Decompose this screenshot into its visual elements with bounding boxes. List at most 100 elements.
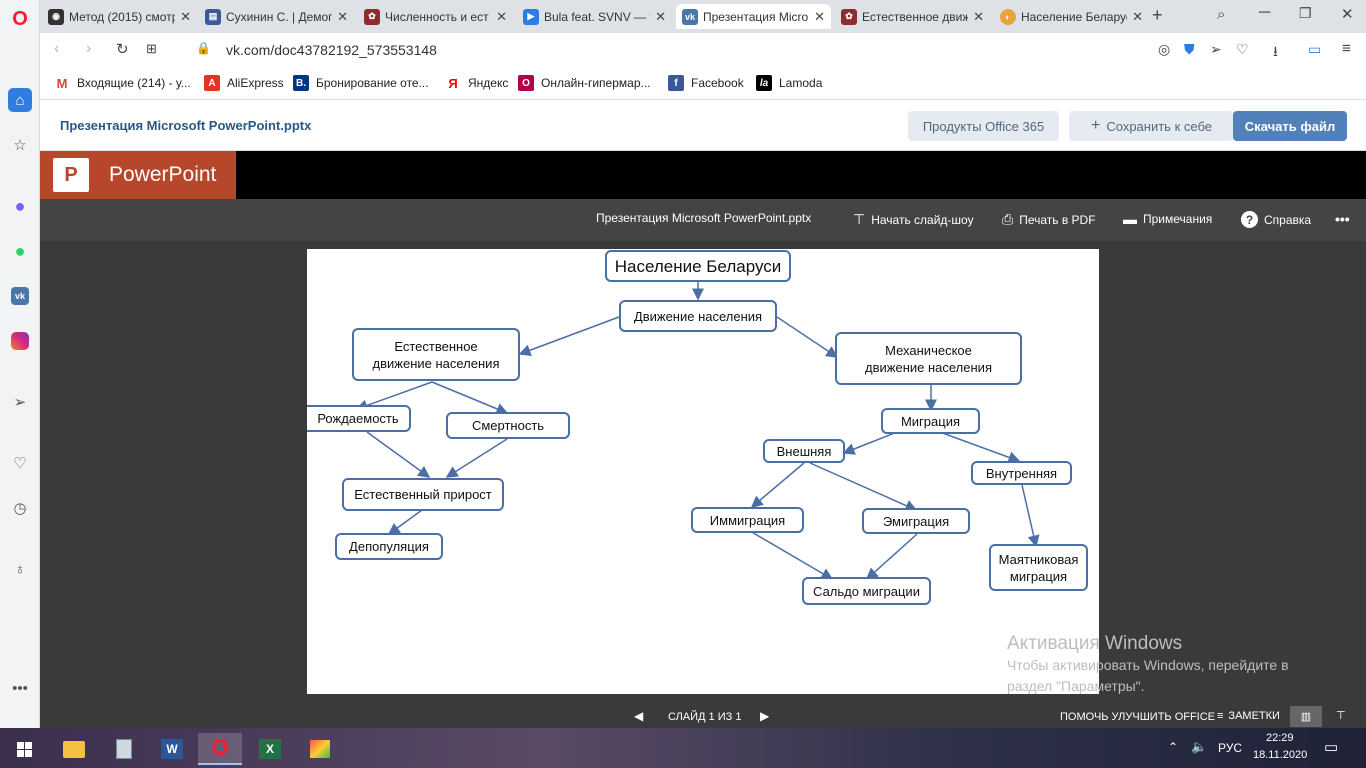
tab-favicon-icon: ◉: [48, 8, 64, 25]
projector-icon: ⊤: [853, 211, 866, 227]
powerpoint-header: [40, 151, 1366, 199]
clock-date[interactable]: 18.11.2020: [1253, 749, 1308, 761]
hypermarket-icon: О: [518, 75, 534, 91]
arrow-deaths-growth: [445, 438, 508, 478]
search-tabs-icon[interactable]: ⌕: [1217, 6, 1226, 23]
new-tab-icon[interactable]: +: [1152, 5, 1163, 25]
close-window-icon[interactable]: ✕: [1341, 6, 1354, 23]
save-to-self-button[interactable]: +Сохранить к себе: [1069, 111, 1234, 141]
messenger-icon[interactable]: ●: [14, 195, 26, 216]
favorite-heart-icon[interactable]: ♡: [1236, 41, 1249, 57]
easy-setup-icon[interactable]: ≡: [1342, 40, 1351, 57]
star-icon[interactable]: ☆: [13, 137, 27, 154]
whatsapp-icon[interactable]: ●: [14, 240, 26, 261]
paint-icon[interactable]: [298, 733, 342, 765]
lock-icon[interactable]: 🔒: [196, 41, 211, 55]
volume-icon[interactable]: 🔈: [1191, 739, 1208, 754]
tab-1[interactable]: ▤Сухинин С. | Демог✕: [199, 4, 354, 29]
send-icon[interactable]: ➢: [13, 394, 27, 411]
file-explorer-icon[interactable]: [52, 733, 96, 765]
node-natural: Естественное движение населения: [352, 328, 520, 381]
node-emigration: Эмиграция: [862, 508, 970, 534]
excel-icon[interactable]: X: [248, 733, 292, 765]
close-icon[interactable]: ✕: [814, 8, 825, 24]
more-icon[interactable]: •••: [12, 679, 28, 697]
tab-5[interactable]: ✿Естественное движ✕: [835, 4, 990, 29]
close-icon[interactable]: ✕: [496, 8, 507, 24]
speed-dial-icon[interactable]: ⊞: [146, 41, 157, 56]
start-slideshow-button[interactable]: ⊤Начать слайд-шоу: [853, 211, 974, 227]
opera-taskbar-icon[interactable]: O: [198, 733, 242, 765]
lightbulb-icon[interactable]: ♁: [14, 560, 26, 578]
arrow-external-emigration: [809, 462, 918, 512]
instagram-icon[interactable]: [11, 332, 29, 350]
restore-icon[interactable]: ❐: [1299, 5, 1312, 21]
more-options-icon[interactable]: •••: [1335, 211, 1350, 227]
arrow-natural-births: [355, 381, 433, 412]
word-icon[interactable]: W: [150, 733, 194, 765]
close-icon[interactable]: ✕: [655, 8, 666, 24]
windows-start-icon[interactable]: [2, 733, 46, 765]
powerpoint-brand: P PowerPoint: [40, 151, 236, 199]
reading-view-icon[interactable]: ▥: [1290, 706, 1322, 727]
arrow-births-growth: [366, 431, 431, 478]
forward-icon[interactable]: ›: [86, 40, 92, 57]
yandex-icon: Я: [448, 75, 458, 91]
print-pdf-button[interactable]: ⎙Печать в PDF: [1002, 211, 1096, 227]
slideshow-view-icon[interactable]: ⊤: [1336, 710, 1346, 722]
bookmark-booking[interactable]: B.Бронирование оте...: [293, 75, 429, 91]
heart-icon[interactable]: ♡: [13, 455, 27, 472]
comment-icon: ▬: [1123, 211, 1137, 227]
tab-2[interactable]: ✿Численность и ест✕: [358, 4, 513, 29]
node-deaths: Смертность: [446, 412, 570, 439]
share-icon[interactable]: ➢: [1210, 41, 1222, 57]
vpn-shield-icon[interactable]: ⛊: [1184, 41, 1195, 57]
back-icon[interactable]: ‹: [54, 40, 60, 57]
arrow-migration-external: [842, 431, 898, 455]
notes-toggle[interactable]: ≡ЗАМЕТКИ: [1217, 710, 1280, 722]
reload-icon[interactable]: ↻: [116, 41, 129, 58]
notes-icon: ≡: [1217, 710, 1224, 722]
arrow-emigration-net: [865, 533, 918, 581]
calculator-icon[interactable]: [102, 733, 146, 765]
app-name: PowerPoint: [109, 163, 217, 186]
close-icon[interactable]: ✕: [180, 8, 191, 24]
office-products-button[interactable]: Продукты Office 365: [908, 111, 1059, 141]
home-icon[interactable]: ⌂: [8, 88, 32, 112]
tab-6[interactable]: ◐Население Беларус✕: [994, 4, 1149, 29]
activation-line1: Чтобы активировать Windows, перейдите в: [1007, 657, 1289, 673]
notes-button[interactable]: ▬Примечания: [1123, 211, 1213, 227]
help-button[interactable]: ?Справка: [1241, 211, 1311, 228]
opera-logo-icon[interactable]: O: [12, 7, 28, 30]
tab-3[interactable]: ▶Bula feat. SVNV — Т✕: [517, 4, 672, 29]
tray-up-icon[interactable]: ⌃: [1168, 740, 1179, 754]
tab-strip: ◉Метод (2015) смотр✕ ▤Сухинин С. | Демог…: [40, 0, 1366, 33]
tab-0[interactable]: ◉Метод (2015) смотр✕: [42, 4, 197, 29]
download-icon[interactable]: ⭳: [1273, 43, 1278, 59]
next-slide-icon[interactable]: ▶: [760, 709, 770, 723]
history-icon[interactable]: ◷: [13, 500, 27, 517]
gmail-icon: M: [56, 75, 68, 91]
improve-office-link[interactable]: ПОМОЧЬ УЛУЧШИТЬ OFFICE: [1060, 711, 1216, 723]
download-file-button[interactable]: Скачать файл: [1233, 111, 1347, 141]
close-icon[interactable]: ✕: [337, 8, 348, 24]
language-indicator[interactable]: РУС: [1218, 741, 1243, 755]
close-icon[interactable]: ✕: [973, 8, 984, 24]
tab-favicon-icon: ▶: [523, 8, 539, 25]
notifications-icon[interactable]: ▭: [1324, 739, 1339, 756]
battery-saver-icon[interactable]: ▭: [1308, 41, 1322, 57]
prev-slide-icon[interactable]: ◀: [634, 709, 644, 723]
url-field[interactable]: vk.com/doc43782192_573553148: [226, 42, 437, 58]
close-icon[interactable]: ✕: [1132, 8, 1143, 24]
minimize-icon[interactable]: ─: [1259, 4, 1271, 21]
vk-icon[interactable]: vk: [11, 287, 29, 305]
camera-icon[interactable]: ◎: [1158, 41, 1171, 57]
clock-time[interactable]: 22:29: [1266, 732, 1294, 744]
